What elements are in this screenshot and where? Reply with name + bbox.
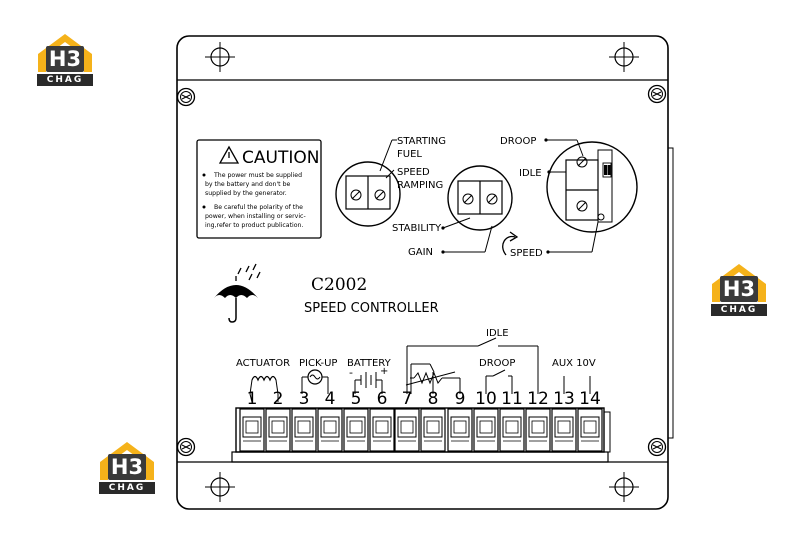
label-pickup: PICK-UP [299,358,337,369]
terminal-number: 6 [377,389,388,409]
terminal-number: 11 [501,389,523,409]
label-speed-pot: SPEED [510,248,543,259]
terminal-number: 5 [351,389,362,409]
terminal-screw [551,408,577,452]
battery-icon [354,372,383,394]
housing-outline [176,35,669,510]
label-gain: GAIN [408,247,433,258]
terminal-number: 4 [325,389,336,409]
terminal-number: 10 [475,389,497,409]
caution-note1-l2: by the battery and don't be [205,181,290,188]
terminal-screw [265,408,291,452]
logo-sub: CHAG [711,304,767,316]
battery-minus: - [349,366,353,379]
pot-stability-gain[interactable] [447,165,513,231]
caution-label: CAUTION The power must be supplied by th… [196,139,322,239]
keep-dry-umbrella-icon [214,263,261,323]
mount-mark-tl [204,41,236,73]
terminal-screw [291,408,317,452]
battery-plus: + [380,366,388,377]
terminal-screw [577,408,603,452]
model-number: C2002 [311,275,367,295]
label-battery: BATTERY [347,358,392,369]
terminal-number: 13 [553,389,575,409]
mount-mark-bl [204,471,236,503]
terminal-screw [499,408,525,452]
label-idle-terminal: IDLE [486,328,509,339]
terminal-wiring [249,337,591,403]
screw-icon-tr [647,84,667,104]
terminal-screw [525,408,551,452]
caution-note1-l3: supplied by the generator. [205,190,287,197]
pickup-sensor-icon [301,369,329,394]
label-droop-terminal: DROOP [479,358,515,369]
logo-mark: H3 [46,46,84,72]
label-aux: AUX 10V [552,358,596,369]
terminal-screws[interactable] [239,408,603,452]
terminal-screw [239,408,265,452]
terminal-number: 9 [455,389,466,409]
logo-mark: H3 [720,276,758,302]
screw-icon-tl [176,87,196,107]
mount-mark-tr [608,41,640,73]
logo-mark: H3 [108,454,146,480]
caution-note2-l2: power, when installing or servic- [205,213,306,220]
terminal-screw [369,408,395,452]
label-speed-ramp1: SPEED [397,167,430,178]
caution-title: CAUTION [242,148,319,168]
caution-note2-l3: ing,refer to product publication. [205,222,303,229]
warning-icon [218,145,240,164]
label-idle-pot: IDLE [519,168,542,179]
screw-icon-br [647,437,667,457]
terminal-screw [420,408,446,452]
terminal-number: 8 [428,389,439,409]
caution-note2-l1: Be careful the polarity of the [214,204,303,211]
label-starting: STARTING [397,136,446,147]
mount-mark-br [608,471,640,503]
terminal-number: 7 [402,389,413,409]
terminal-number: 3 [299,389,310,409]
terminal-screw [394,408,420,452]
actuator-coil-icon [249,375,279,395]
terminal-numbers: 1 2 3 4 5 6 7 8 9 10 11 12 13 14 [247,389,601,409]
product-name: SPEED CONTROLLER [304,301,439,316]
terminal-screw [473,408,499,452]
label-actuator: ACTUATOR [236,358,290,369]
pot-starting-ramp[interactable] [335,161,401,227]
logo-sub: CHAG [37,74,93,86]
h3-chag-logo-top-left: H3 CHAG [34,32,96,90]
terminal-number: 12 [527,389,549,409]
label-stability: STABILITY [392,223,442,234]
terminal-block [231,407,611,463]
label-droop-pot: DROOP [500,136,536,147]
label-speed-ramp2: RAMPING [397,180,443,191]
pot-droop-idle-speed[interactable] [546,141,638,233]
screw-icon-bl [176,437,196,457]
terminal-screw [343,408,369,452]
terminal-screw [317,408,343,452]
terminal-number: 2 [273,389,284,409]
terminal-number: 1 [247,389,258,409]
rotate-arrow-icon [502,235,516,256]
caution-note1-l1: The power must be supplied [213,172,302,179]
logo-sub: CHAG [99,482,155,494]
h3-chag-logo-bottom-left: H3 CHAG [96,440,158,498]
terminal-screw [447,408,473,452]
label-fuel: FUEL [397,149,422,160]
terminal-number: 14 [579,389,601,409]
h3-chag-logo-right: H3 CHAG [708,262,770,320]
